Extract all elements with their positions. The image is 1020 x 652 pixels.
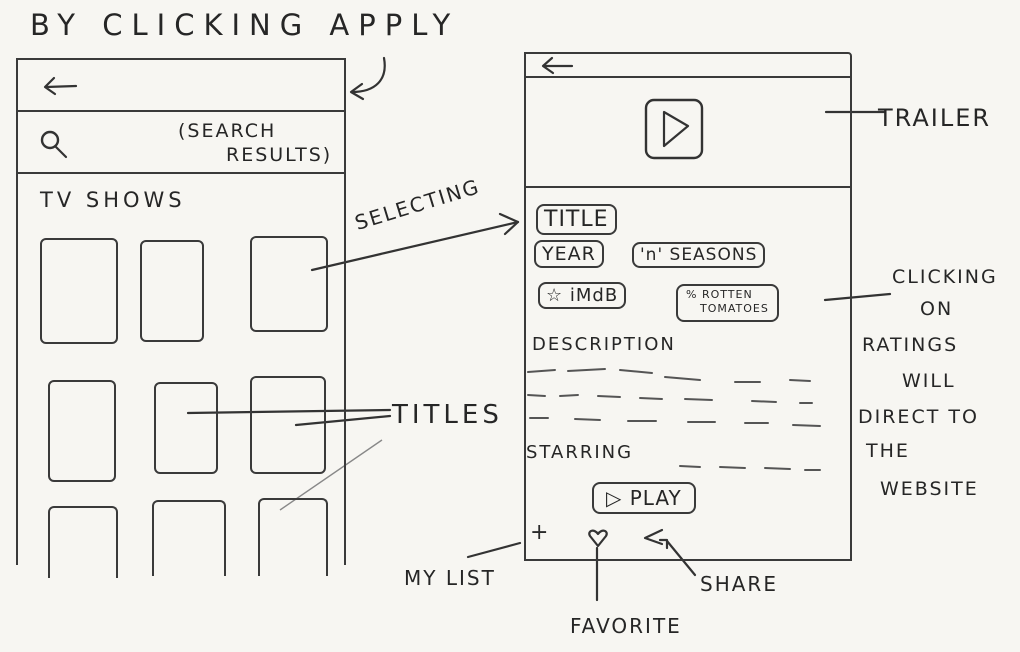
search-bar[interactable]: (SEARCH RESULTS) [18,112,344,174]
play-button[interactable]: ▷ PLAY [592,482,696,514]
title-card[interactable] [152,500,226,576]
imdb-label: iMdB [569,285,619,306]
title-card[interactable] [154,382,218,474]
title-card[interactable] [250,376,326,474]
arrow-left-icon[interactable] [536,54,576,78]
note-favorite: FAVORITE [570,614,682,638]
star-icon: ☆ [546,285,570,306]
play-icon[interactable] [642,96,706,162]
note-ratings-line5: DIRECT TO [858,406,979,428]
title-detail-screen: TITLE YEAR 'n' SEASONS ☆ iMdB % ROTTEN T… [524,52,852,561]
note-titles: TITLES [392,400,503,430]
search-results-screen: (SEARCH RESULTS) TV SHOWS [16,58,346,578]
title-card[interactable] [250,236,328,332]
search-results-label-line2: RESULTS) [226,144,333,166]
note-my-list: MY LIST [404,566,496,590]
trailer-area[interactable] [526,76,850,188]
title-card[interactable] [40,238,118,344]
title-card[interactable] [48,506,118,578]
note-ratings-line4: WILL [902,370,956,392]
note-trailer: TRAILER [878,104,992,132]
title-card[interactable] [48,380,116,482]
imdb-rating-button[interactable]: ☆ iMdB [538,282,627,309]
title-card[interactable] [140,240,204,342]
rotten-tomatoes-label-line1: % ROTTEN [686,288,753,301]
note-ratings-line2: ON [920,298,954,320]
seasons-badge: 'n' SEASONS [632,242,766,268]
my-list-button[interactable]: + [530,520,549,545]
play-icon: ▷ [606,486,630,510]
note-ratings-line1: CLICKING [892,266,998,288]
heart-icon[interactable] [586,526,610,550]
title-card[interactable] [258,498,328,576]
note-ratings-line3: RATINGS [862,334,959,356]
note-share: SHARE [700,572,778,596]
rotten-tomatoes-rating-button[interactable]: % ROTTEN TOMATOES [676,284,779,322]
note-by-clicking-apply: BY CLICKING APPLY [30,8,460,42]
note-ratings-line6: THE [866,440,910,462]
header-bar [18,60,344,112]
section-title-tv-shows: TV SHOWS [40,188,186,212]
arrow-left-icon[interactable] [40,74,80,98]
search-icon[interactable] [38,128,72,162]
share-icon[interactable] [642,528,664,548]
play-label: PLAY [629,486,682,510]
search-results-label-line1: (SEARCH [178,120,277,142]
year-badge: YEAR [534,240,604,268]
title-badge: TITLE [536,204,617,235]
starring-heading: STARRING [526,442,634,463]
description-heading: DESCRIPTION [532,334,676,355]
rotten-tomatoes-label-line2: TOMATOES [700,302,769,315]
note-ratings-line7: WEBSITE [880,478,979,500]
